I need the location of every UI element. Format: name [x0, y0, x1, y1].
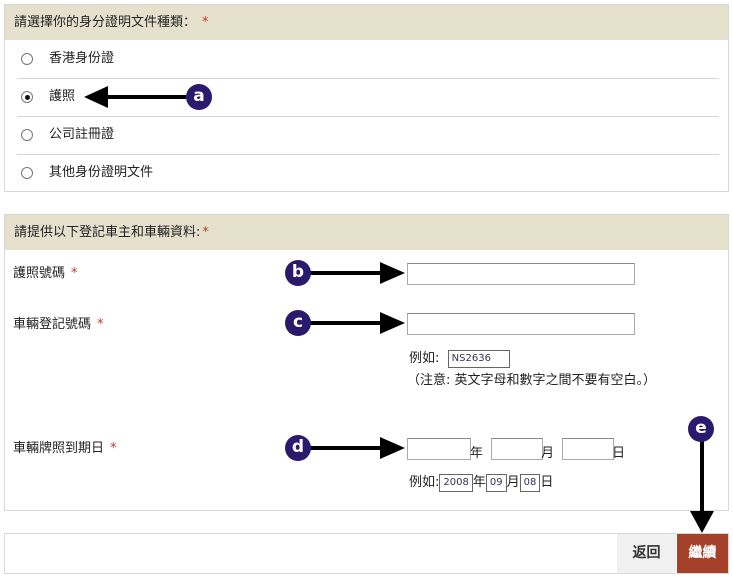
radio-button[interactable] [21, 129, 33, 141]
expiry-month-input[interactable] [491, 438, 543, 460]
annotation-badge-a: a [186, 84, 212, 110]
radio-option-other[interactable]: 其他身份證明文件 [17, 154, 719, 192]
id-type-title: 請選擇你的身分證明文件種類： [14, 15, 197, 30]
example-day: 08 [519, 473, 541, 492]
passport-number-label: 護照號碼* [13, 266, 78, 281]
vehicle-reg-input[interactable] [407, 313, 635, 335]
expiry-day-input[interactable] [562, 438, 614, 460]
expiry-year-input[interactable] [407, 438, 471, 460]
radio-button[interactable] [21, 53, 33, 65]
radio-option-hkid[interactable]: 香港身份證 [17, 40, 719, 79]
annotation-badge-c: c [285, 310, 311, 336]
option-label: 香港身份證 [49, 51, 115, 66]
option-label: 其他身份證明文件 [49, 165, 154, 180]
vehicle-reg-label: 車輛登記號碼* [13, 317, 104, 332]
annotation-badge-d: d [285, 435, 311, 461]
vehicle-title: 請提供以下登記車主和車輛資料: [14, 225, 201, 240]
radio-option-passport[interactable]: 護照 [17, 78, 719, 117]
id-type-header: 請選擇你的身分證明文件種類： * [5, 5, 728, 40]
continue-button[interactable]: 繼續 [677, 534, 728, 573]
passport-number-input[interactable] [407, 263, 635, 285]
option-label: 護照 [49, 89, 76, 104]
example-year: 2008 [439, 473, 473, 492]
example-month: 09 [485, 473, 507, 492]
annotation-badge-b: b [285, 260, 311, 286]
expiry-date-label: 車輛牌照到期日* [13, 441, 117, 456]
day-label: 日 [612, 446, 626, 461]
required-mark: * [202, 15, 209, 30]
reg-note: （注意: 英文字母和數字之間不要有空白。） [407, 373, 657, 388]
radio-button[interactable] [21, 91, 33, 103]
month-label: 月 [541, 446, 555, 461]
year-label: 年 [470, 446, 484, 461]
reg-example-value: NS2636 [447, 349, 510, 368]
annotation-badge-e: e [688, 416, 714, 442]
required-mark: * [202, 225, 209, 240]
back-button[interactable]: 返回 [617, 534, 676, 573]
radio-button[interactable] [21, 167, 33, 179]
radio-option-company-cert[interactable]: 公司註冊證 [17, 116, 719, 155]
reg-example: 例如: NS2636 [409, 347, 510, 368]
vehicle-header: 請提供以下登記車主和車輛資料:* [5, 215, 728, 250]
option-label: 公司註冊證 [49, 127, 115, 142]
footer-bar [4, 533, 729, 574]
